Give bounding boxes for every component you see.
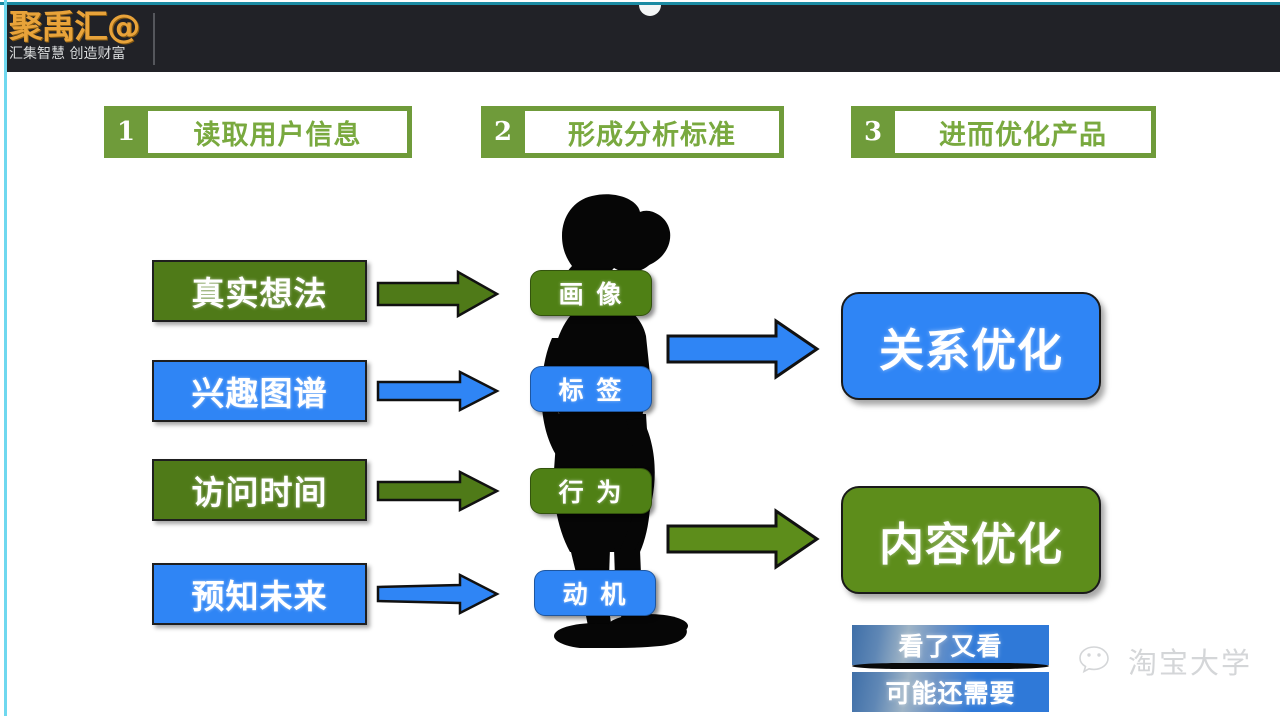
left-edge-rule	[4, 0, 7, 716]
watermark-label: 淘宝大学	[1128, 646, 1253, 680]
recommend-bar-1[interactable]: 看了又看	[852, 625, 1049, 665]
step-number-2: 2	[493, 117, 513, 147]
step-number-3: 3	[863, 117, 883, 147]
brand-logo[interactable]: 聚禹汇@ 汇集智慧 创造财富	[7, 5, 157, 72]
recommend-bar-2[interactable]: 可能还需要	[852, 672, 1049, 712]
step-number-1: 1	[116, 117, 136, 147]
wechat-icon	[1078, 641, 1120, 681]
step-header-2: 2 形成分析标准	[481, 106, 784, 158]
step-label-2: 形成分析标准	[525, 111, 779, 153]
step-label-3: 进而优化产品	[895, 111, 1151, 153]
input-chip-4[interactable]: 预知未来	[152, 563, 367, 625]
center-pill-2[interactable]: 标 签	[530, 366, 652, 412]
recommend-bar-separator	[852, 663, 1049, 669]
center-pill-3[interactable]: 行 为	[530, 468, 652, 514]
output-box-2[interactable]: 内容优化	[841, 486, 1101, 594]
arrow-right-blue-1	[376, 369, 500, 413]
input-chip-1[interactable]: 真实想法	[152, 260, 367, 322]
brand-logo-tagline: 汇集智慧 创造财富	[9, 46, 126, 62]
arrow-right-green-2	[376, 469, 500, 513]
step-header-3: 3 进而优化产品	[851, 106, 1156, 158]
arrow-right-blue-3	[666, 318, 820, 380]
step-header-1: 1 读取用户信息	[104, 106, 412, 158]
input-chip-3[interactable]: 访问时间	[152, 459, 367, 521]
arrow-right-green-3	[666, 508, 820, 570]
output-box-1[interactable]: 关系优化	[841, 292, 1101, 400]
logo-divider	[153, 13, 155, 65]
step-label-1: 读取用户信息	[148, 111, 407, 153]
watermark-badge: 淘宝大学	[1078, 640, 1252, 682]
center-pill-4[interactable]: 动 机	[534, 570, 656, 616]
arrow-right-green-1	[376, 269, 500, 319]
brand-logo-main: 聚禹汇@	[9, 7, 141, 46]
header-notch	[639, 5, 661, 16]
center-pill-1[interactable]: 画 像	[530, 270, 652, 316]
input-chip-2[interactable]: 兴趣图谱	[152, 360, 367, 422]
header-bar: 聚禹汇@ 汇集智慧 创造财富	[7, 5, 1280, 72]
arrow-right-blue-2	[376, 572, 500, 616]
top-edge-rule	[0, 2, 1280, 5]
